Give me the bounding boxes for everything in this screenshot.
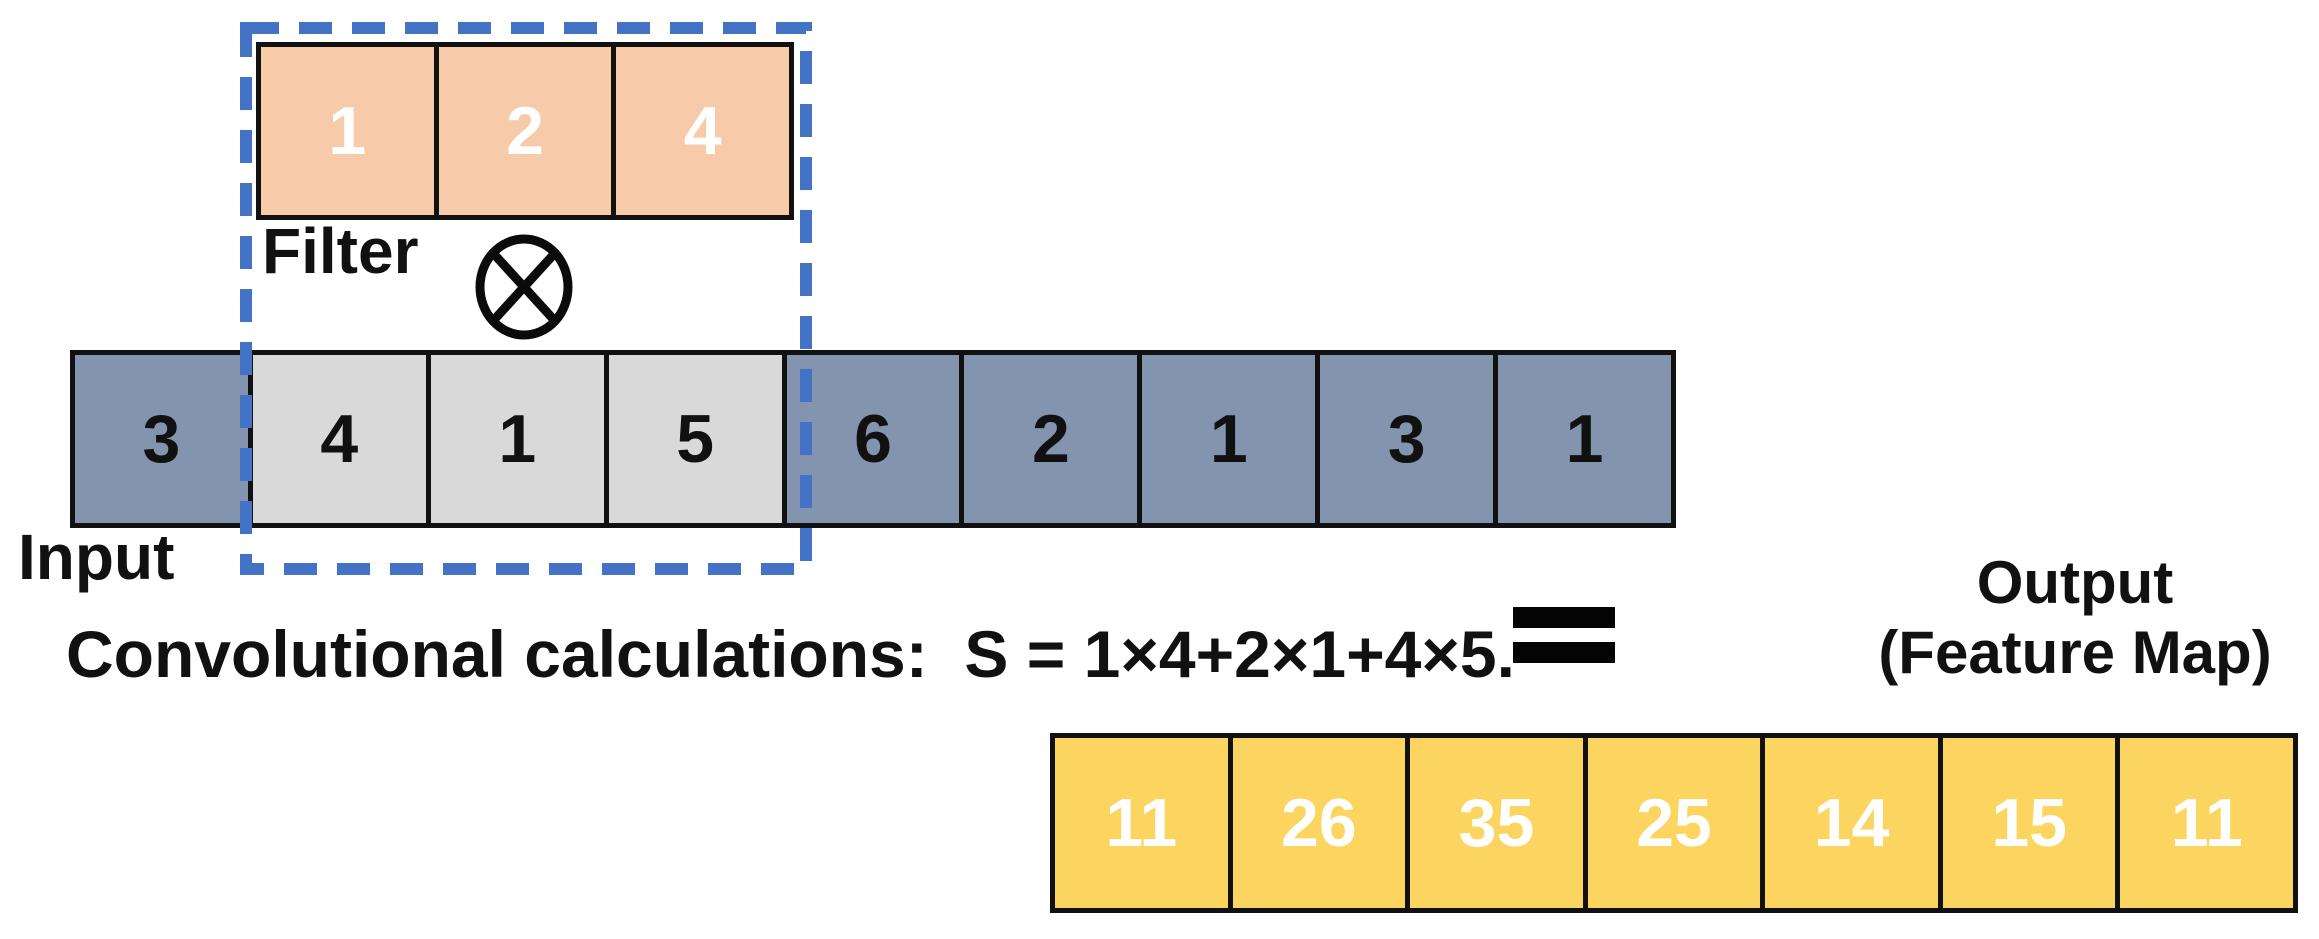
equals-bar <box>1513 607 1615 628</box>
output-cell: 15 <box>1937 738 2116 908</box>
filter-cell: 1 <box>261 47 434 215</box>
output-feature-map-row: 11 26 35 25 14 15 11 <box>1050 733 2298 913</box>
output-cell: 11 <box>1055 738 1228 908</box>
input-label: Input <box>18 521 175 593</box>
equals-operator-icon <box>1513 607 1615 663</box>
input-cell: 3 <box>75 355 248 523</box>
convolution-calculation-text: Convolutional calculations: S = 1×4+2×1+… <box>66 617 1515 691</box>
input-cell: 6 <box>781 355 960 523</box>
filter-cell: 2 <box>433 47 612 215</box>
input-cell: 1 <box>1493 355 1672 523</box>
filter-cell: 4 <box>611 47 790 215</box>
output-cell: 35 <box>1405 738 1583 908</box>
convolution-operator-icon <box>475 234 573 340</box>
input-row: 3 4 1 5 6 2 1 3 1 <box>70 350 1676 528</box>
output-label-line1: Output <box>1976 549 2174 616</box>
input-cell: 3 <box>1315 355 1494 523</box>
output-label: Output (Feature Map) <box>1820 548 2319 688</box>
input-cell-highlighted: 1 <box>425 355 604 523</box>
output-label-line2: (Feature Map) <box>1878 619 2272 686</box>
output-cell: 14 <box>1760 738 1938 908</box>
input-cell-highlighted: 4 <box>247 355 426 523</box>
input-cell: 1 <box>1137 355 1316 523</box>
input-cell: 2 <box>959 355 1138 523</box>
filter-label: Filter <box>262 215 419 287</box>
filter-row: 1 2 4 <box>256 42 794 220</box>
output-cell: 25 <box>1582 738 1761 908</box>
equals-bar <box>1513 642 1615 663</box>
output-cell: 26 <box>1227 738 1406 908</box>
output-cell: 11 <box>2115 738 2294 908</box>
input-cell-highlighted: 5 <box>603 355 782 523</box>
